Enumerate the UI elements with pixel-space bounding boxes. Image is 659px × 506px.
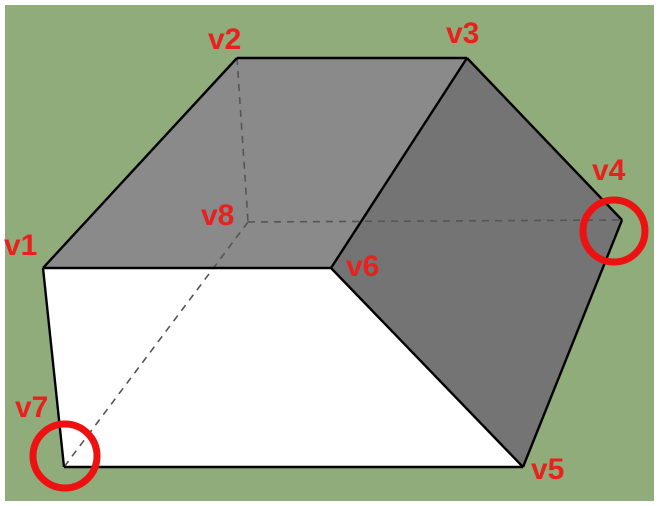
vertex-label-v4: v4: [592, 154, 626, 187]
vertex-label-v7: v7: [15, 391, 49, 424]
hidden-edge-v2-v8: [236, 57, 249, 223]
highlight-circle-v7: [29, 420, 101, 492]
vertex-label-v5: v5: [531, 453, 565, 486]
hidden-edge-v8-v4: [247, 219, 623, 223]
face-front: [43, 268, 523, 467]
edge-v7-v1: [41, 267, 66, 468]
edge-v1-v2: [42, 57, 238, 269]
vertex-label-v8: v8: [201, 199, 235, 232]
edge-v6-v3: [329, 57, 469, 269]
hidden-edges: [63, 57, 623, 468]
vertex-label-v2: v2: [208, 23, 242, 56]
vertex-label-v3: v3: [446, 17, 480, 50]
vertex-label-v6: v6: [346, 250, 380, 283]
edge-v3-v4: [466, 57, 623, 221]
face-right: [331, 58, 622, 467]
face-top: [43, 58, 467, 268]
highlight-circle-v4: [579, 196, 649, 266]
vertex-label-v1: v1: [4, 229, 38, 262]
edge-v6-v5: [330, 267, 524, 468]
